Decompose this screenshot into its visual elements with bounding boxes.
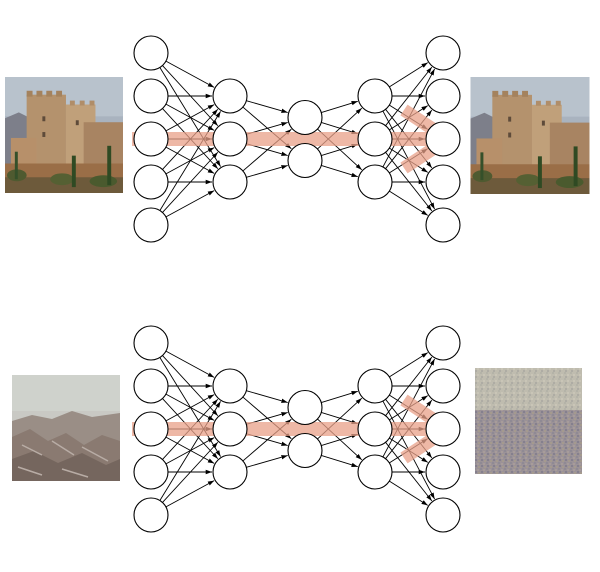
top-edge bbox=[246, 100, 288, 113]
top-layer-3-node bbox=[287, 142, 323, 179]
top-input-image bbox=[5, 77, 123, 193]
top-layer-2-node bbox=[212, 78, 248, 114]
bottom-edge bbox=[389, 480, 429, 506]
bottom-layer-5-node bbox=[425, 368, 461, 404]
bottom-layer-3-node bbox=[287, 432, 323, 469]
top-edge bbox=[162, 151, 219, 213]
top-edge bbox=[321, 100, 358, 113]
top-layer-2-node bbox=[212, 164, 248, 200]
bottom-layer-5-node bbox=[425, 411, 461, 447]
bottom-edge bbox=[165, 394, 215, 422]
bottom-layer-2-node bbox=[212, 368, 248, 404]
top-layer-5-node bbox=[425, 35, 461, 71]
bottom-layer-1-node bbox=[133, 454, 169, 490]
bottom-edge bbox=[246, 390, 288, 403]
top-layer-5-node bbox=[425, 164, 461, 200]
top-output-image bbox=[470, 77, 590, 194]
bottom-layer-1-node bbox=[133, 325, 169, 361]
bottom-input-image bbox=[12, 375, 120, 481]
top-edge bbox=[385, 66, 433, 126]
bottom-layer-1-node bbox=[133, 411, 169, 447]
bottom-edge bbox=[389, 352, 429, 378]
top-layer-5-node bbox=[425, 207, 461, 243]
bottom-edge bbox=[321, 390, 358, 403]
top-edge bbox=[165, 190, 215, 218]
top-layer-4-node bbox=[357, 121, 393, 157]
top-layer-4-node bbox=[357, 164, 393, 200]
top-edge bbox=[165, 60, 215, 88]
top-edge bbox=[321, 143, 358, 156]
top-edge bbox=[246, 165, 288, 178]
top-edge bbox=[389, 62, 429, 88]
bottom-layer-5-node bbox=[425, 497, 461, 533]
bottom-edge bbox=[385, 356, 433, 416]
bottom-layer-4-node bbox=[357, 411, 393, 447]
bottom-layer-2-node bbox=[212, 454, 248, 490]
top-layer-5-node bbox=[425, 121, 461, 157]
bottom-edge bbox=[246, 455, 288, 468]
bottom-network-nodes bbox=[133, 325, 461, 533]
bottom-edge bbox=[321, 433, 358, 446]
bottom-panel bbox=[12, 325, 582, 533]
bottom-edge bbox=[321, 455, 358, 468]
top-layer-5-node bbox=[425, 78, 461, 114]
top-edge bbox=[389, 190, 429, 216]
bottom-layer-4-node bbox=[357, 368, 393, 404]
top-layer-4-node bbox=[357, 78, 393, 114]
top-network-nodes bbox=[133, 35, 461, 243]
bottom-layer-5-node bbox=[425, 454, 461, 490]
bottom-layer-2-node bbox=[212, 411, 248, 447]
bottom-layer-1-node bbox=[133, 497, 169, 533]
bottom-layer-4-node bbox=[357, 454, 393, 490]
top-layer-2-node bbox=[212, 121, 248, 157]
top-panel bbox=[5, 35, 590, 243]
top-edge bbox=[159, 111, 221, 211]
bottom-layer-1-node bbox=[133, 368, 169, 404]
top-layer-3-node bbox=[287, 99, 323, 136]
bottom-edge bbox=[159, 401, 221, 501]
bottom-layer-3-node bbox=[287, 389, 323, 426]
top-layer-1-node bbox=[133, 164, 169, 200]
bottom-output-image bbox=[475, 368, 582, 474]
bottom-edge bbox=[165, 350, 215, 378]
top-edge bbox=[321, 165, 358, 178]
bottom-edge bbox=[162, 441, 219, 503]
bottom-layer-5-node bbox=[425, 325, 461, 361]
top-layer-1-node bbox=[133, 207, 169, 243]
top-layer-1-node bbox=[133, 78, 169, 114]
top-layer-1-node bbox=[133, 121, 169, 157]
bottom-edge bbox=[165, 480, 215, 508]
top-edge bbox=[165, 104, 215, 132]
top-layer-1-node bbox=[133, 35, 169, 71]
